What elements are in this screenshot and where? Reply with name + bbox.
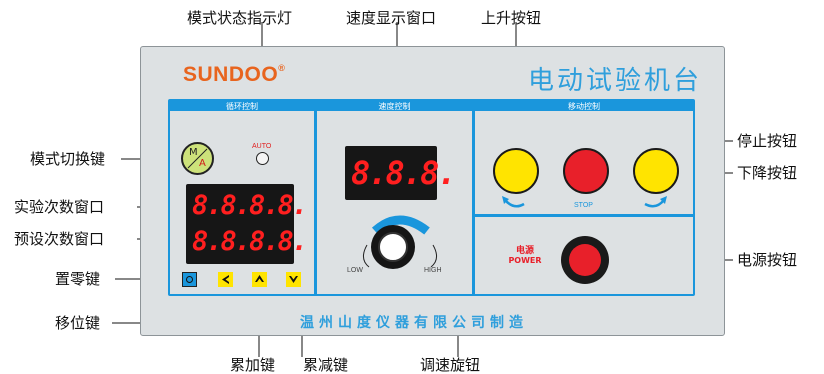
down-arrow-icon: [289, 276, 298, 283]
decrement-key[interactable]: [286, 272, 301, 287]
mode-switch-a-letter: A: [199, 158, 206, 169]
callout-stop-button: 停止按钮: [737, 132, 798, 150]
speed-display-digits: 8.8.8.: [351, 154, 457, 192]
preset-display: 8.8.8.8.: [192, 226, 308, 258]
mode-switch-button[interactable]: M A: [181, 142, 214, 175]
mode-switch-icon: [187, 148, 208, 169]
shift-key[interactable]: [218, 272, 233, 287]
callout-speed-knob: 调速旋钮: [420, 356, 481, 374]
reset-key-icon: [186, 276, 193, 283]
callout-dec-key: 累减键: [303, 356, 349, 374]
callout-inc-key: 累加键: [230, 356, 276, 374]
high-label: HIGH: [424, 267, 442, 274]
speed-control-title: 速度控制: [378, 102, 411, 111]
mode-switch-m-letter: M: [189, 147, 198, 158]
counterclockwise-arrow-icon: [502, 196, 525, 208]
callout-mode-switch: 模式切换键: [30, 150, 106, 168]
callout-up-button: 上升按钮: [481, 9, 542, 27]
callout-preset-window: 预设次数窗口: [14, 230, 105, 248]
down-button[interactable]: [633, 148, 679, 194]
power-label-en: POWER: [508, 256, 542, 265]
clockwise-arrow-icon: [644, 196, 667, 208]
callout-shift-key: 移位键: [55, 314, 101, 332]
up-arrow-icon: [255, 275, 264, 282]
stop-label: STOP: [574, 202, 593, 209]
callout-down-button: 下降按钮: [737, 164, 798, 182]
stop-button[interactable]: [563, 148, 609, 194]
manufacturer-footer: 温州山度仪器有限公司制造: [300, 315, 528, 331]
up-button[interactable]: [493, 148, 539, 194]
brand-logo: SUNDOO®: [183, 63, 286, 86]
power-label-cn: 电源: [515, 246, 534, 256]
left-arrow-icon: [222, 275, 229, 284]
speed-knob-arc: [363, 215, 437, 268]
count-display: 8.8.8.8.: [192, 190, 308, 222]
callout-power-button: 电源按钮: [737, 251, 798, 269]
reset-key[interactable]: [182, 272, 197, 287]
speed-knob-cap: [378, 232, 408, 262]
power-button[interactable]: [561, 236, 609, 284]
move-control-title: 移动控制: [568, 102, 600, 111]
count-display-digits: 8.8.8.8.: [192, 190, 308, 221]
speed-display: 8.8.8.: [351, 153, 457, 193]
power-button-cap: [569, 244, 601, 276]
increment-key[interactable]: [252, 272, 267, 287]
callout-count-window: 实验次数窗口: [14, 198, 105, 216]
cycle-control-title: 循环控制: [226, 102, 258, 111]
callout-reset-key: 置零键: [55, 270, 101, 288]
auto-label: AUTO: [252, 143, 272, 150]
callout-mode-indicator: 模式状态指示灯: [187, 9, 293, 27]
callout-speed-window: 速度显示窗口: [346, 9, 437, 27]
preset-display-digits: 8.8.8.8.: [192, 226, 308, 257]
mode-indicator-lamp: [256, 152, 269, 165]
device-title: 电动试验机台: [528, 66, 703, 96]
speed-knob[interactable]: [371, 225, 415, 269]
power-label: 电源 POWER: [507, 246, 543, 266]
low-label: LOW: [347, 267, 363, 274]
